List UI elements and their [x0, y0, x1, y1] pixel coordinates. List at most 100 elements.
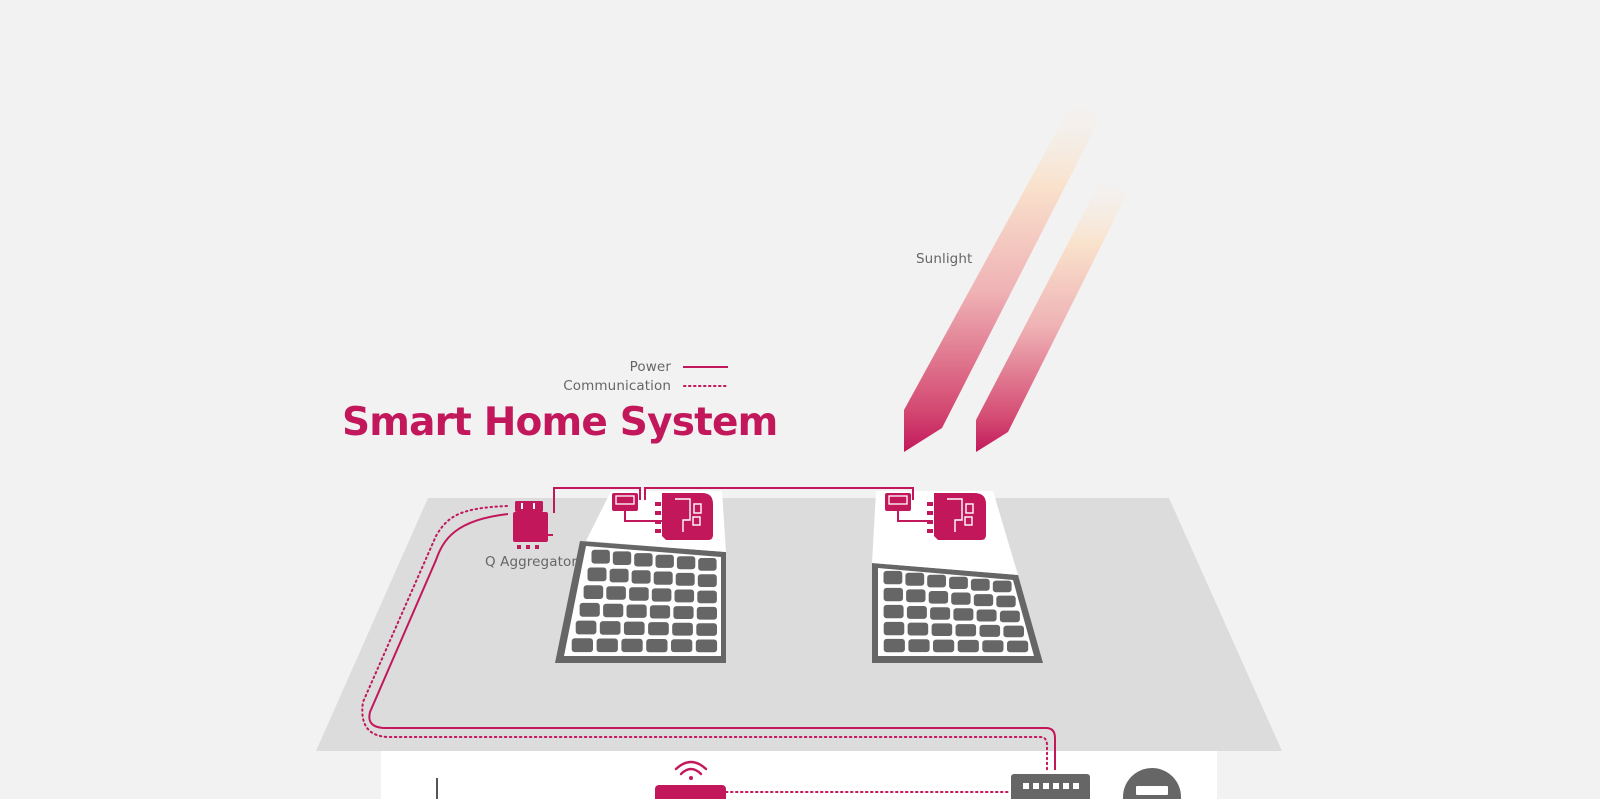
- solar-cell: [697, 574, 717, 587]
- connector-pin: [927, 520, 933, 524]
- solar-cell: [970, 578, 990, 591]
- junction-box-icon: [934, 493, 986, 540]
- solar-cell: [575, 620, 597, 635]
- solar-cell: [655, 554, 674, 568]
- aggregator-pin: [548, 534, 553, 536]
- solar-cell: [1003, 625, 1024, 638]
- solar-cell: [629, 587, 649, 601]
- solar-cell: [672, 622, 693, 636]
- solar-cell: [906, 589, 926, 603]
- solar-cell: [673, 606, 694, 619]
- junction-box-detail: [947, 498, 963, 532]
- aggregator-top: [515, 501, 543, 512]
- solar-panel-left: [555, 491, 726, 663]
- solar-cell: [674, 589, 695, 603]
- switch-icon: [1011, 774, 1090, 799]
- solar-cell: [927, 574, 946, 588]
- connector-pin: [927, 502, 933, 506]
- power-line: [553, 487, 641, 513]
- switch-port: [1043, 783, 1049, 789]
- solar-cell: [992, 580, 1012, 593]
- solar-cell: [695, 639, 718, 653]
- microinverter-detail: [615, 495, 635, 505]
- solar-cells: [883, 570, 1029, 653]
- solar-cell: [697, 590, 717, 604]
- solar-cell: [623, 621, 645, 635]
- wifi-icon: [689, 776, 693, 780]
- switch-port: [1053, 783, 1059, 789]
- solar-cell: [957, 639, 979, 653]
- junction-box-detail: [693, 503, 702, 514]
- switch-port: [1033, 783, 1039, 789]
- solar-cell: [649, 605, 671, 619]
- solar-cell: [612, 551, 632, 565]
- aggregator-pin: [517, 545, 521, 549]
- solar-cell: [651, 588, 672, 602]
- router-icon: [655, 785, 726, 799]
- solar-cell: [982, 640, 1004, 653]
- solar-cell: [979, 624, 1001, 637]
- solar-cell: [675, 572, 695, 586]
- aggregator-icon: [513, 512, 548, 542]
- connector-pin: [927, 511, 933, 515]
- solar-cell: [621, 638, 643, 653]
- communication-line: [361, 505, 1048, 771]
- solar-cells: [571, 549, 718, 653]
- solar-cell: [953, 608, 974, 621]
- aggregator-detail: [521, 503, 523, 509]
- solar-cell: [571, 638, 593, 653]
- sunlight-beam: [904, 96, 1100, 452]
- solar-cell: [928, 591, 949, 604]
- solar-cell: [634, 553, 653, 567]
- roof: [316, 498, 1282, 751]
- junction-box-detail: [675, 498, 691, 532]
- solar-cell: [999, 610, 1020, 623]
- solar-cell: [931, 623, 953, 636]
- connector-pin: [655, 502, 661, 506]
- solar-cell: [676, 556, 696, 570]
- solar-cell: [646, 639, 668, 653]
- q-aggregator: [513, 501, 553, 549]
- solar-cell: [907, 622, 929, 636]
- solar-cell: [908, 639, 930, 653]
- aggregator-detail: [533, 503, 535, 509]
- house-wall: [381, 751, 1217, 799]
- solar-cell: [596, 638, 618, 653]
- solar-cell: [631, 570, 651, 584]
- solar-cell: [671, 639, 693, 653]
- solar-cell: [599, 621, 621, 635]
- legend-communication-label: Communication: [563, 378, 671, 394]
- sunlight-label: Sunlight: [916, 251, 973, 267]
- legend-power-label: Power: [629, 359, 671, 375]
- solar-cell: [883, 638, 905, 653]
- switch-port: [1063, 783, 1069, 789]
- solar-cell: [976, 609, 997, 622]
- sunlight-beam: [976, 174, 1126, 452]
- solar-cell: [951, 592, 971, 605]
- solar-cell: [949, 576, 968, 589]
- junction-box-detail: [965, 503, 974, 514]
- solar-cell: [591, 549, 610, 564]
- q-aggregator-label: Q Aggregator: [485, 554, 577, 570]
- solar-cell: [696, 623, 717, 636]
- power-line: [644, 487, 914, 500]
- switch-port: [1073, 783, 1079, 789]
- wifi-icon: [674, 760, 708, 771]
- solar-cell: [648, 622, 669, 636]
- switch-port: [1023, 783, 1029, 789]
- aggregator-pin: [535, 545, 539, 549]
- junction-box-detail: [964, 516, 973, 526]
- microinverter-left: [612, 493, 713, 540]
- connector-pin: [655, 520, 661, 524]
- switch-ports: [1023, 783, 1079, 789]
- power-line: [368, 513, 1056, 770]
- solar-cell: [955, 624, 977, 637]
- connector-pin: [655, 511, 661, 515]
- microinverter-right: [885, 493, 986, 540]
- solar-cell: [930, 607, 951, 620]
- solar-cell: [606, 586, 626, 600]
- microinverter-icon: [612, 493, 638, 511]
- solar-cell: [696, 606, 717, 620]
- solar-cell: [587, 567, 607, 582]
- solar-cell: [883, 587, 903, 602]
